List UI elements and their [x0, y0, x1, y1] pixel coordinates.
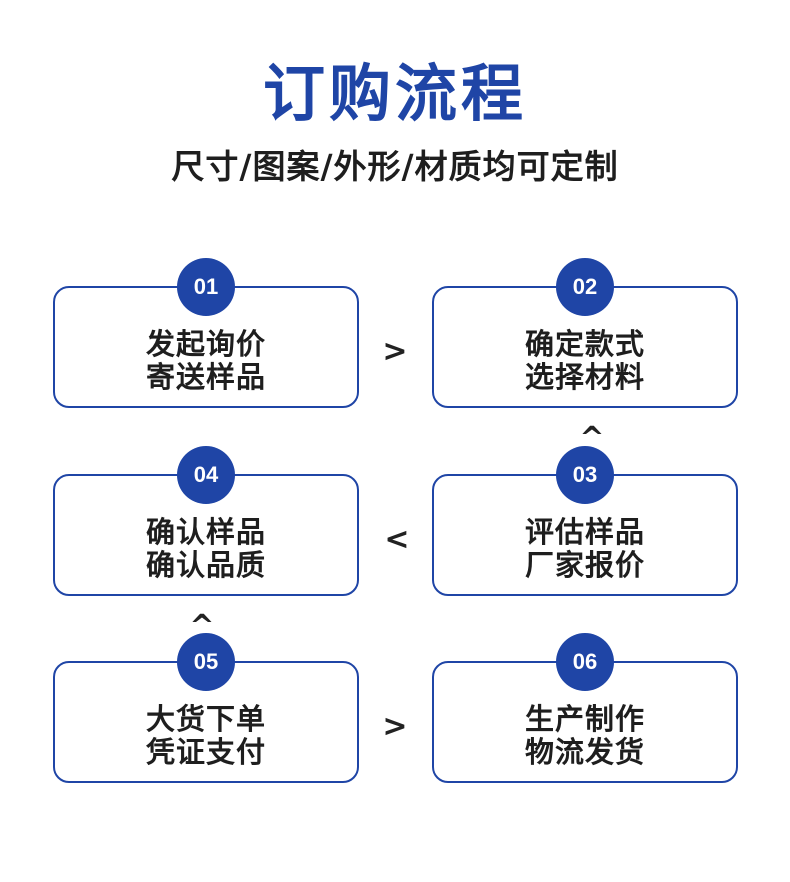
step-description: 生产制作 物流发货 [434, 703, 736, 769]
step-line-2: 选择材料 [524, 360, 645, 394]
step-01-box: 01 发起询价 寄送样品 [53, 258, 359, 408]
step-number-badge: 02 [556, 258, 614, 316]
step-description: 大货下单 凭证支付 [55, 703, 357, 769]
step-03-box: 03 评估样品 厂家报价 [432, 446, 738, 596]
step-02-box: 02 确定款式 选择材料 [432, 258, 738, 408]
step-line-2: 确认品质 [145, 548, 266, 582]
page-title: 订购流程 [262, 57, 527, 130]
step-number-badge: 03 [556, 446, 614, 504]
step-number-badge: 05 [177, 633, 235, 691]
step-line-2: 凭证支付 [145, 735, 266, 769]
step-number-badge: 04 [177, 446, 235, 504]
step-line-2: 寄送样品 [145, 360, 266, 394]
step-number-badge: 06 [556, 633, 614, 691]
step-line-1: 生产制作 [524, 702, 645, 736]
step-line-1: 发起询价 [145, 327, 266, 361]
step-line-1: 确定款式 [524, 327, 645, 361]
step-number-badge: 01 [177, 258, 235, 316]
step-line-2: 物流发货 [524, 735, 645, 769]
arrow-right-icon: > [382, 334, 408, 369]
step-line-2: 厂家报价 [524, 548, 645, 582]
step-06-box: 06 生产制作 物流发货 [432, 633, 738, 783]
step-04-box: 04 确认样品 确认品质 [53, 446, 359, 596]
page-subtitle: 尺寸/图案/外形/材质均可定制 [171, 147, 619, 186]
arrow-up-icon: ^ [189, 609, 215, 644]
step-05-box: 05 大货下单 凭证支付 [53, 633, 359, 783]
step-description: 确定款式 选择材料 [434, 328, 736, 394]
step-line-1: 大货下单 [145, 702, 266, 736]
step-description: 发起询价 寄送样品 [55, 328, 357, 394]
step-description: 评估样品 厂家报价 [434, 516, 736, 582]
arrow-right-icon: > [382, 709, 408, 744]
step-line-1: 确认样品 [145, 515, 266, 549]
arrow-up-icon: ^ [579, 421, 605, 456]
step-line-1: 评估样品 [524, 515, 645, 549]
arrow-left-icon: < [384, 522, 410, 557]
step-description: 确认样品 确认品质 [55, 516, 357, 582]
